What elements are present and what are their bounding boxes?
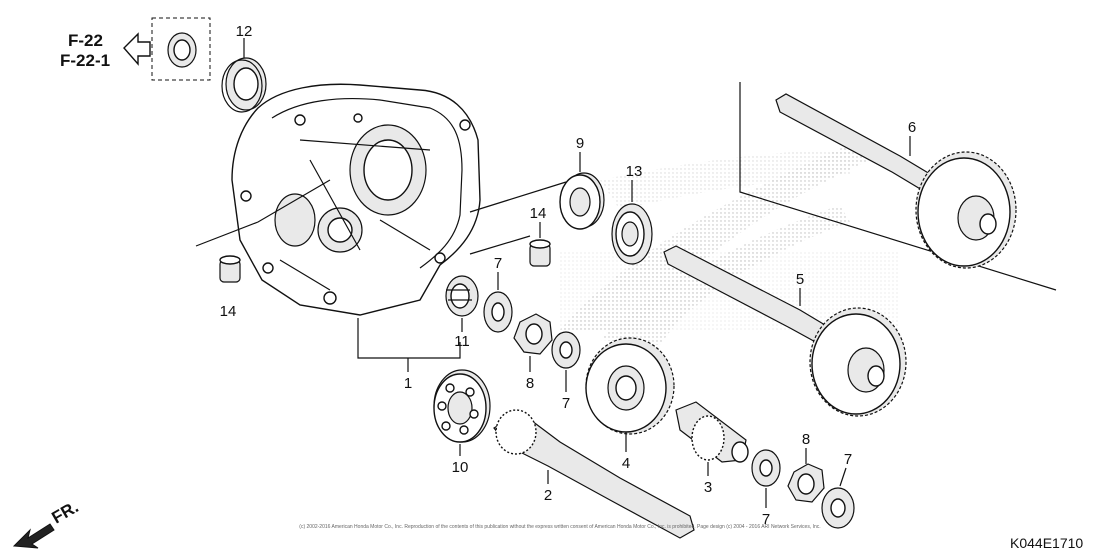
leader-14-left (195, 179, 331, 247)
part-7-washer-a (483, 291, 513, 333)
part-8-circlip-b (787, 463, 825, 503)
part-5-countershaft (663, 245, 907, 417)
callout-6: 6 (908, 119, 916, 136)
callout-14-right: 14 (530, 205, 547, 222)
callout-3: 3 (704, 479, 712, 496)
part-9-bearing (559, 172, 605, 230)
callout-7-a: 7 (494, 255, 502, 272)
part-14-dowel-right (529, 239, 551, 267)
part-4-gear (585, 337, 675, 435)
callout-labels: 12 6 9 13 14 14 5 7 11 8 7 1 10 4 3 2 8 … (220, 23, 917, 528)
reference-bushing-icon (167, 32, 197, 68)
crankcase-cover (231, 83, 481, 316)
part-7-washer-d (821, 487, 855, 529)
front-direction: FR. (12, 497, 82, 549)
callout-5: 5 (796, 271, 804, 288)
callout-11: 11 (454, 333, 470, 350)
part-7-washer-c (751, 449, 781, 487)
part-11-needle-bearing (445, 275, 479, 317)
callout-1: 1 (404, 375, 412, 392)
leader-14-right (469, 235, 531, 255)
part-2-main-shaft (493, 409, 695, 539)
callout-12: 12 (236, 23, 253, 40)
callout-4: 4 (622, 455, 630, 472)
part-13-seal (611, 203, 653, 265)
diagram-code: K044E1710 (1010, 535, 1083, 551)
part-12-oil-seal (221, 57, 267, 113)
front-direction-arrow-icon (12, 523, 55, 549)
part-8-circlip-a (513, 313, 553, 355)
reference-group: F-22 F-22-1 (60, 17, 211, 81)
reference-f22-1: F-22-1 (60, 51, 110, 70)
callout-2: 2 (544, 487, 552, 504)
leader-1-bracket (357, 318, 461, 359)
callout-7-b: 7 (562, 395, 570, 412)
copyright-text: (c) 2002-2016 American Honda Motor Co., … (299, 524, 820, 530)
callout-13: 13 (626, 163, 643, 180)
part-7-washer-b (551, 331, 581, 369)
reference-dashed-box (151, 17, 211, 81)
callout-9: 9 (576, 135, 584, 152)
callout-8-a: 8 (526, 375, 534, 392)
callout-7-c: 7 (762, 511, 770, 528)
callout-7-d: 7 (844, 451, 852, 468)
leader-9 (469, 181, 567, 213)
part-6-output-shaft (775, 93, 1017, 269)
reference-f22: F-22 (68, 31, 103, 50)
part-10-bearing (433, 369, 491, 443)
reference-arrow-icon (123, 32, 151, 66)
callout-14-left: 14 (220, 303, 237, 320)
part-14-dowel-left (219, 255, 241, 283)
front-direction-label: FR. (49, 497, 82, 527)
part-3-pinion-shaft (675, 401, 749, 463)
callout-10: 10 (452, 459, 469, 476)
callout-8-b: 8 (802, 431, 810, 448)
